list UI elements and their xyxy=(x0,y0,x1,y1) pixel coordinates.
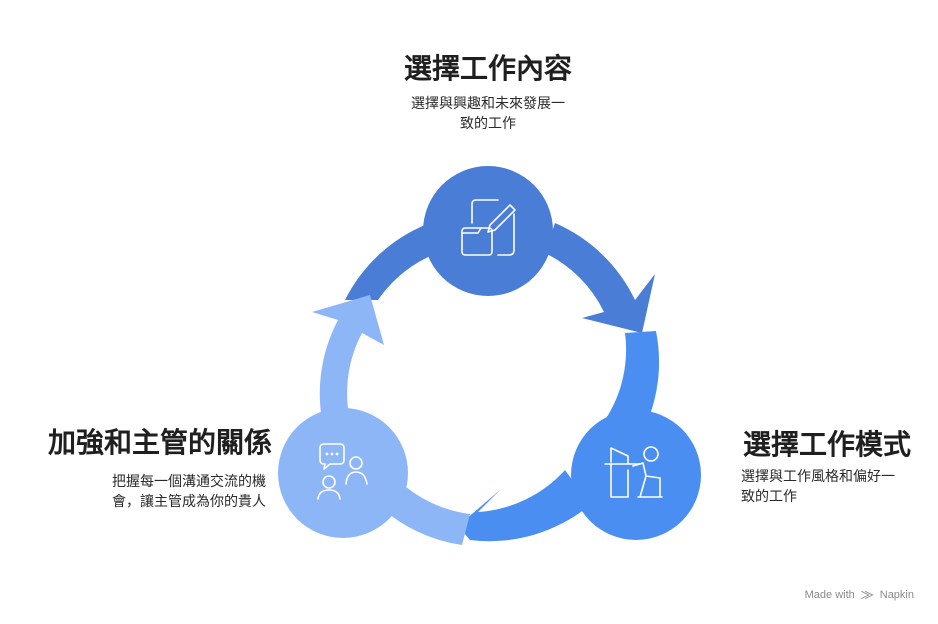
step-desc-right: 選擇與工作風格和偏好一 致的工作 xyxy=(741,467,921,507)
step-circle-left xyxy=(278,408,408,538)
step-title-right: 選擇工作模式 xyxy=(743,428,912,461)
step-desc-left-line2: 會，讓主管成為你的貴人 xyxy=(112,494,266,510)
step-desc-top-line1: 選擇與興趣和未來發展一 xyxy=(411,96,565,112)
step-desc-right-line1: 選擇與工作風格和偏好一 xyxy=(741,469,895,485)
arrow-top-to-right xyxy=(545,223,655,333)
arrow-left-to-top xyxy=(312,295,384,420)
step-title-left: 加強和主管的關係 xyxy=(47,426,272,459)
arrow-top-to-left xyxy=(345,225,440,300)
step-title-top: 選擇工作內容 xyxy=(403,52,572,85)
arrow-right-to-left xyxy=(458,470,590,575)
arrow-right-segment xyxy=(605,331,660,420)
made-with-label: Made with xyxy=(804,589,855,601)
step-desc-top: 選擇與興趣和未來發展一 致的工作 xyxy=(388,94,588,134)
person-at-desk-icon xyxy=(604,446,663,498)
step-circle-right xyxy=(571,410,701,540)
step-desc-right-line2: 致的工作 xyxy=(741,489,797,505)
step-desc-left: 把握每一個溝通交流的機 會，讓主管成為你的貴人 xyxy=(86,472,266,512)
step-desc-top-line2: 致的工作 xyxy=(460,116,516,132)
napkin-brand-label: Napkin xyxy=(879,589,914,601)
notepad-pencil-icon xyxy=(461,199,516,256)
made-with-footer: Made with ⨠ Napkin xyxy=(805,589,914,602)
napkin-logo-icon: ⨠ xyxy=(860,589,874,601)
step-desc-left-line1: 把握每一個溝通交流的機 xyxy=(112,474,266,490)
people-conversation-icon xyxy=(317,443,368,500)
